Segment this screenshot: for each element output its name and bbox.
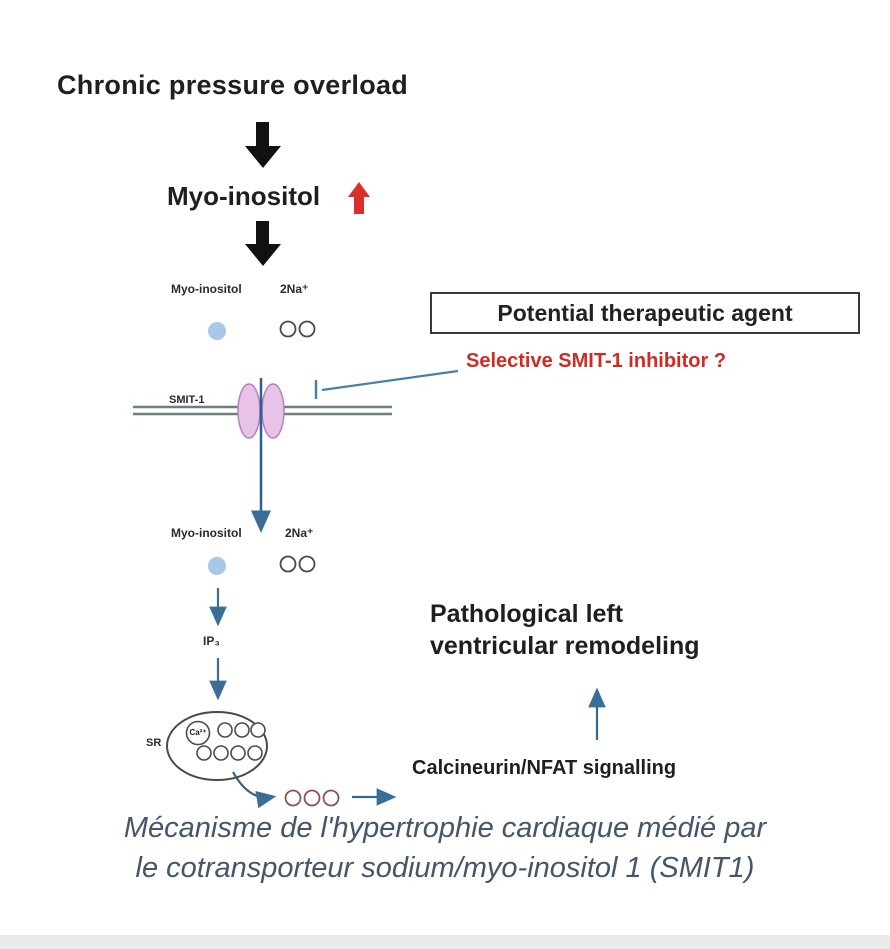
ca-ion-icon bbox=[250, 722, 266, 738]
calcineurin-nfat-label: Calcineurin/NFAT signalling bbox=[412, 757, 677, 779]
potential-therapeutic-agent-label: Potential therapeutic agent bbox=[497, 299, 793, 326]
myo-inositol-dot-icon bbox=[208, 557, 226, 575]
title-chronic-pressure-overload: Chronic pressure overload bbox=[57, 70, 409, 100]
sr-label: SR bbox=[146, 737, 162, 749]
selective-smit1-inhibitor-label: Selective SMIT-1 inhibitor ? bbox=[466, 350, 727, 372]
ca-ion-icon bbox=[247, 745, 263, 761]
myo-inositol-heading: Myo-inositol bbox=[167, 181, 321, 211]
na-ion-icon bbox=[298, 555, 316, 573]
red-up-arrow-icon bbox=[348, 182, 370, 214]
ca-store-circle-icon bbox=[185, 720, 211, 746]
ca-ion-icon bbox=[213, 745, 229, 761]
smit1-transporter-icon bbox=[261, 383, 285, 439]
ca-ion-icon bbox=[234, 722, 250, 738]
myo-inositol-intracellular-label: Myo-inositol bbox=[171, 526, 242, 540]
bottom-gray-strip bbox=[0, 935, 890, 949]
pathological-remodeling-line1: Pathological left bbox=[430, 600, 624, 628]
ca-ion-icon bbox=[230, 745, 246, 761]
inhibitor-line bbox=[321, 369, 459, 392]
na-ion-icon bbox=[279, 320, 297, 338]
na-ion-icon bbox=[279, 555, 297, 573]
down-block-arrow-icon bbox=[245, 122, 281, 168]
smit1-label: SMIT-1 bbox=[169, 394, 205, 406]
na-ion-icon bbox=[298, 320, 316, 338]
pathological-remodeling-line2: ventricular remodeling bbox=[430, 632, 700, 660]
ca-store-label: Ca²⁺ bbox=[189, 728, 207, 737]
pathological-remodeling-label: Pathological left ventricular remodeling bbox=[430, 598, 700, 662]
down-block-arrow-icon bbox=[245, 221, 281, 266]
figure-caption-line2: le cotransporteur sodium/myo-inositol 1 … bbox=[135, 852, 755, 884]
myo-inositol-dot-icon bbox=[208, 322, 226, 340]
smit1-transporter-icon bbox=[237, 383, 261, 439]
myo-inositol-extracellular-label: Myo-inositol bbox=[171, 282, 242, 296]
figure-caption: Mécanisme de l'hypertrophie cardiaque mé… bbox=[0, 808, 890, 888]
potential-therapeutic-agent-box: Potential therapeutic agent bbox=[430, 292, 860, 334]
ca-ion-icon bbox=[217, 722, 233, 738]
sodium-intracellular-label: 2Na⁺ bbox=[285, 526, 314, 540]
released-ca-ion-icon bbox=[303, 789, 321, 807]
ca-ion-icon bbox=[196, 745, 212, 761]
ca-release-arrow bbox=[232, 771, 277, 809]
sodium-extracellular-label: 2Na⁺ bbox=[280, 282, 309, 296]
figure-caption-line1: Mécanisme de l'hypertrophie cardiaque mé… bbox=[123, 812, 767, 844]
released-ca-ion-icon bbox=[284, 789, 302, 807]
released-ca-ion-icon bbox=[322, 789, 340, 807]
ip3-label: IP₃ bbox=[203, 634, 220, 648]
